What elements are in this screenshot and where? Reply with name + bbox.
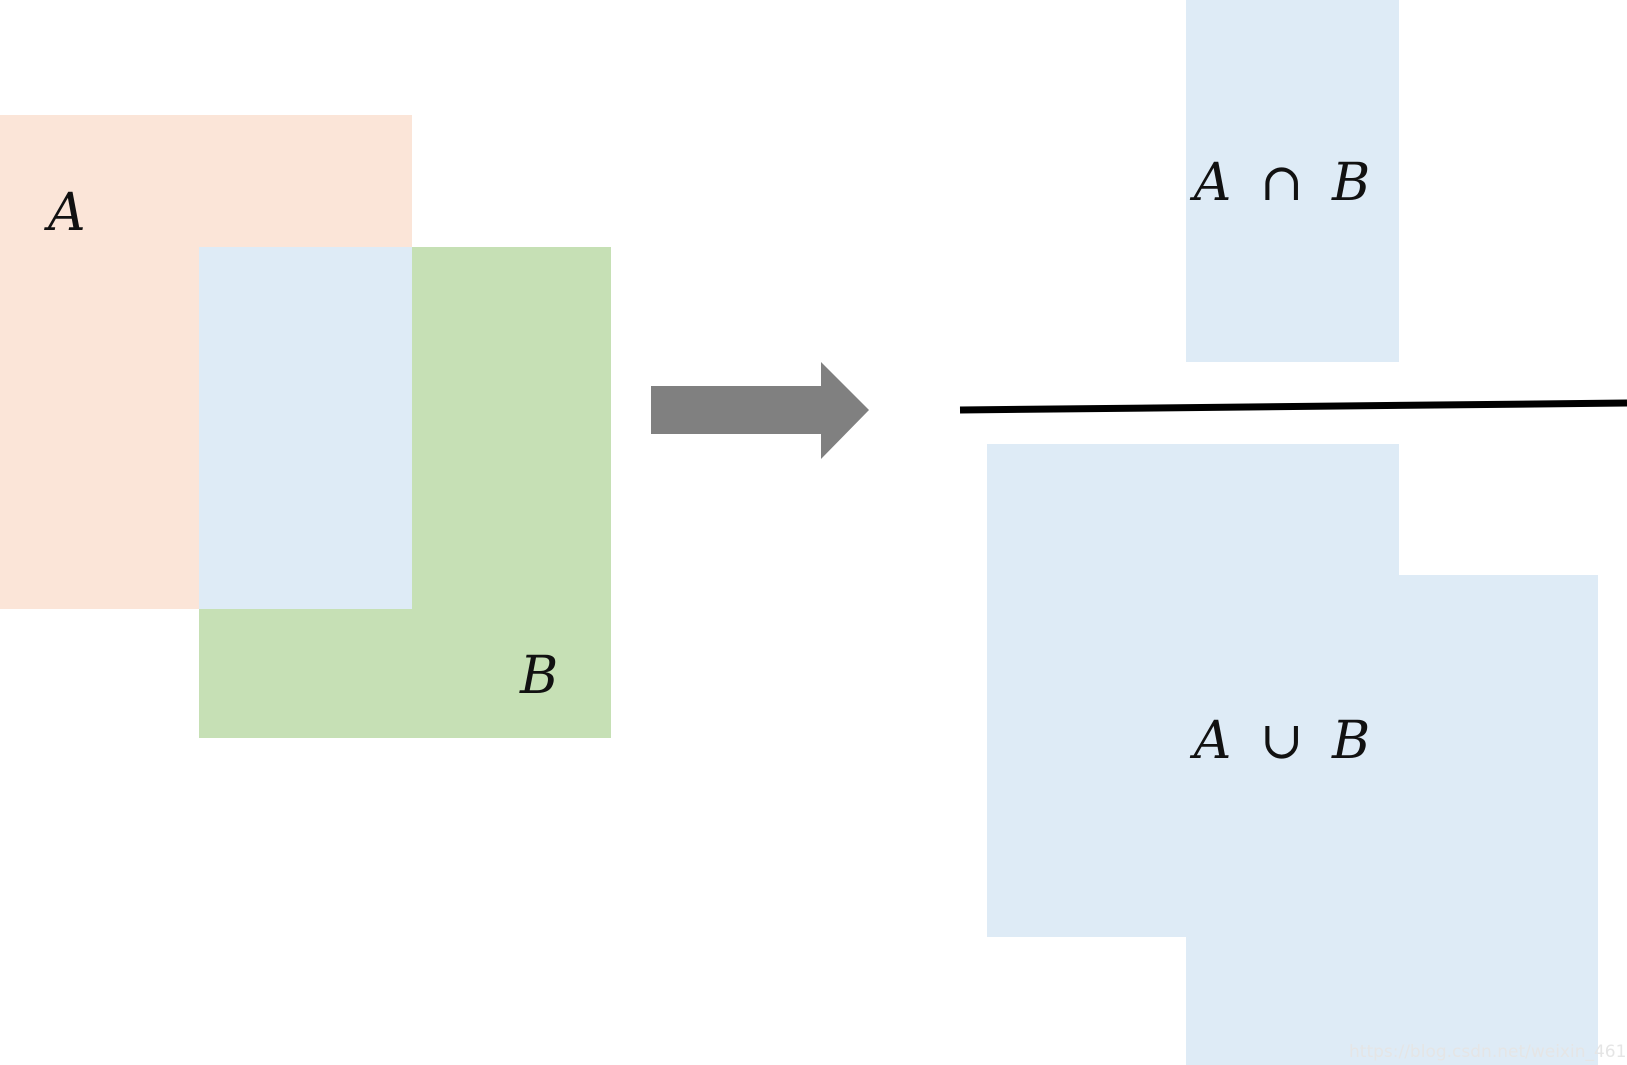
union-label: A ∪ B [1190,711,1370,771]
intersection-label-left: A [1190,153,1232,213]
intersection-label-right: B [1331,153,1370,213]
intersection-box [1186,0,1399,362]
fraction-divider [959,399,1627,414]
intersection-operator: ∩ [1260,153,1304,213]
set-b-label: B [519,646,558,706]
union-operator: ∪ [1260,711,1304,771]
union-region [987,444,1598,1065]
set-a-label: A [44,183,86,243]
watermark-text: https://blog.csdn.net/weixin_46101 [1349,1042,1627,1062]
union-label-left: A [1190,711,1232,771]
overlap-region [199,247,412,609]
union-label-right: B [1331,711,1370,771]
right-arrow-icon [651,362,869,459]
intersection-label: A ∩ B [1190,153,1370,213]
